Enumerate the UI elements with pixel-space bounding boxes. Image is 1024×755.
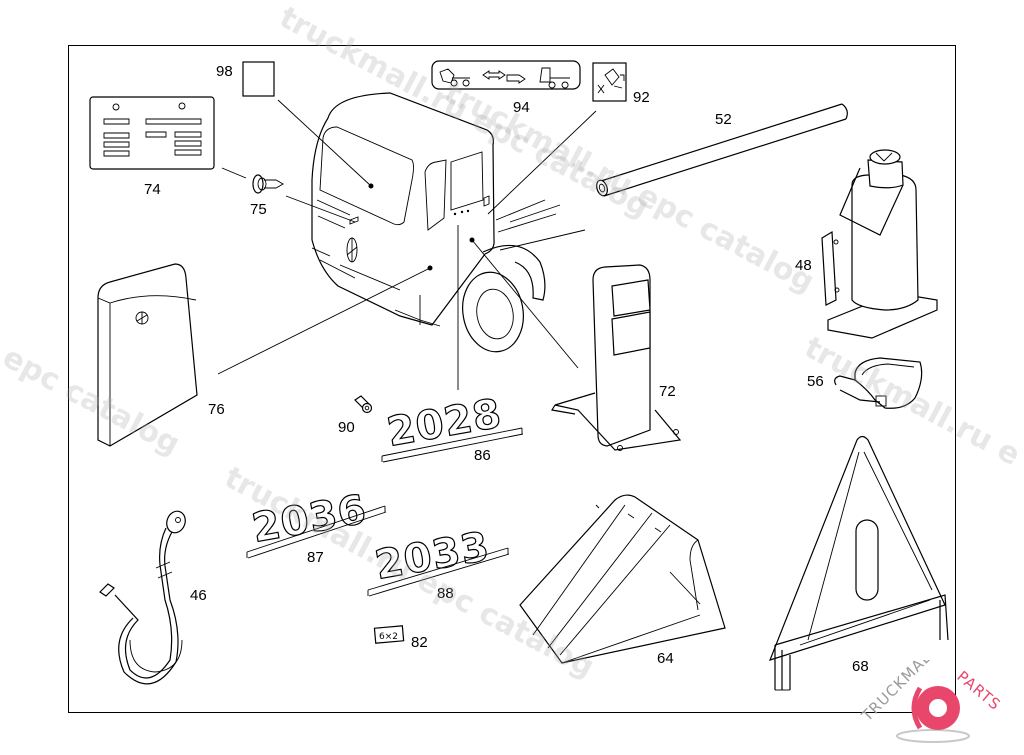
part-56-clamp[interactable] — [834, 357, 923, 409]
gear-icon — [911, 686, 960, 730]
callout-72[interactable]: 72 — [659, 383, 676, 400]
part-82-badge[interactable]: 6×2 — [373, 625, 405, 644]
truckmallparts-logo: TRUCKMALL PARTS — [857, 642, 1024, 750]
part-75-screw[interactable] — [252, 174, 284, 194]
callout-90[interactable]: 90 — [338, 419, 355, 436]
part-52-tube[interactable] — [595, 103, 848, 197]
callout-48[interactable]: 48 — [795, 257, 812, 274]
emblem-87-text: 2036 — [249, 487, 371, 552]
callout-52[interactable]: 52 — [715, 111, 732, 128]
callout-87[interactable]: 87 — [307, 549, 324, 566]
part-87-emblem[interactable]: 2036 — [246, 486, 387, 559]
truck-cab — [311, 92, 586, 353]
callout-98[interactable]: 98 — [216, 63, 233, 80]
callout-74[interactable]: 74 — [144, 181, 161, 198]
part-48-bottle-jack[interactable] — [821, 149, 938, 339]
part-46-air-hose[interactable] — [99, 509, 188, 685]
part-90-bolt[interactable] — [354, 395, 373, 414]
callout-76[interactable]: 76 — [208, 401, 225, 418]
logo-text-accent: PARTS — [953, 667, 1004, 714]
part-94-label[interactable] — [431, 60, 581, 90]
part-98-label[interactable] — [242, 61, 275, 97]
part-86-emblem[interactable]: 2028 — [381, 390, 524, 463]
callout-75[interactable]: 75 — [250, 201, 267, 218]
callout-94[interactable]: 94 — [513, 99, 530, 116]
callout-92[interactable]: 92 — [633, 89, 650, 106]
callout-68[interactable]: 68 — [852, 658, 869, 675]
callout-82[interactable]: 82 — [411, 634, 428, 651]
part-74-data-plate[interactable] — [89, 96, 215, 170]
part-76-document-pouch[interactable] — [97, 263, 198, 447]
callout-88[interactable]: 88 — [437, 585, 454, 602]
callout-46[interactable]: 46 — [190, 587, 207, 604]
badge-82-text: 6×2 — [379, 632, 398, 642]
callout-64[interactable]: 64 — [657, 650, 674, 667]
callout-56[interactable]: 56 — [807, 373, 824, 390]
callout-86[interactable]: 86 — [474, 447, 491, 464]
part-92-label[interactable] — [592, 62, 627, 102]
emblem-88-text: 2033 — [372, 524, 494, 589]
logo-swoosh — [896, 729, 970, 743]
part-64-wheel-chock[interactable] — [519, 494, 726, 664]
diagram-frame — [68, 45, 956, 713]
part-72-warning-lamp[interactable] — [551, 264, 682, 451]
part-68-warning-triangle[interactable] — [768, 435, 949, 691]
